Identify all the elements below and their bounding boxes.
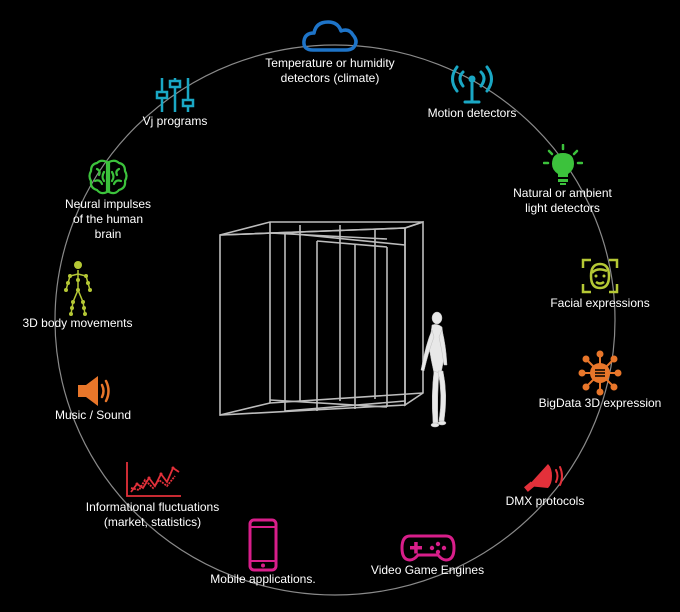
node-vj-label: Vj programs [142,114,208,128]
node-body: 3D body movements [10,260,145,331]
wireframe-cube [219,220,424,416]
node-neural: Neural impulses of the human brain [48,157,168,242]
node-facial: Facial expressions [540,256,660,311]
node-mobile-label: Mobile applications. [210,572,316,586]
node-motion-label: Motion detectors [427,106,517,120]
node-light: Natural or ambient light detectors [495,144,630,216]
node-music: Music / Sound [38,374,148,423]
node-info-label-2: (market, statistics) [103,515,202,529]
cloud-icon [302,20,358,52]
center-installation [219,220,448,428]
body-skeleton-icon [63,261,92,316]
node-body-label: 3D body movements [22,316,133,330]
node-climate-label-2: detectors (climate) [280,71,380,85]
node-info-label-1: Informational fluctuations [85,500,220,514]
node-info: Informational fluctuations (market, stat… [65,460,240,530]
node-light-label-1: Natural or ambient [513,186,612,200]
line-chart-icon [125,462,181,497]
speaker-icon [78,376,110,406]
node-light-label-2: light detectors [525,201,600,215]
face-scan-icon [581,258,619,294]
node-climate: Temperature or humidity detectors (clima… [245,16,415,86]
node-game-label: Video Game Engines [370,563,485,577]
node-facial-label: Facial expressions [550,296,650,310]
gamepad-icon [399,534,456,562]
node-motion: Motion detectors [417,64,527,121]
node-neural-label-2: of the human [72,212,144,226]
node-dmx: DMX protocols [490,458,600,509]
node-neural-label-3: brain [94,227,122,241]
dmx-light-icon [524,464,563,492]
node-bigdata-label: BigData 3D expression [538,396,662,410]
light-bulb-icon [542,144,583,185]
node-game: Video Game Engines [360,533,495,578]
node-climate-label-1: Temperature or humidity [265,56,395,70]
antenna-icon [451,65,493,104]
node-neural-label-1: Neural impulses [64,197,152,211]
walking-person [420,311,448,428]
node-vj: Vj programs [120,76,230,129]
sliders-icon [155,78,195,112]
node-music-label: Music / Sound [54,408,132,422]
node-bigdata: BigData 3D expression [525,350,675,411]
node-mobile: Mobile applications. [198,518,328,587]
data-hub-icon [578,350,622,396]
brain-icon [88,159,128,195]
smartphone-icon [248,518,278,572]
node-dmx-label: DMX protocols [505,494,585,508]
